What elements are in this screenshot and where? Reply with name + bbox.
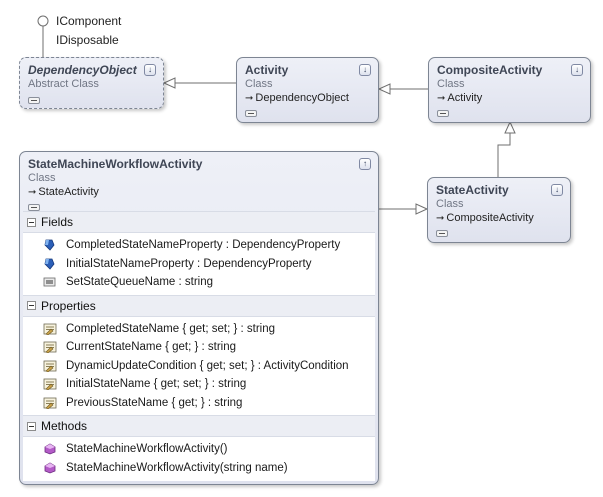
section-collapse-icon[interactable] xyxy=(27,217,36,227)
member-label: SetStateQueueName : string xyxy=(66,276,214,289)
section-properties[interactable]: Properties xyxy=(23,294,375,317)
collapse-compartment-icon[interactable] xyxy=(245,110,257,117)
section-title: Properties xyxy=(41,298,96,313)
static-field-icon xyxy=(43,239,57,251)
member-label: CompletedStateName { get; set; } : strin… xyxy=(66,322,276,335)
base-type-label: Activity xyxy=(447,92,483,104)
base-arrow-icon: ➞ xyxy=(245,93,254,104)
member-label: InitialStateName { get; set; } : string xyxy=(66,378,247,391)
section-collapse-icon[interactable] xyxy=(27,301,36,310)
properties-list: CompletedStateName { get; set; } : strin… xyxy=(23,317,375,416)
compartments: Fields CompletedStateNameProperty : Depe… xyxy=(23,211,375,481)
interface-label-idisposable: IDisposable xyxy=(56,33,119,47)
section-title: Fields xyxy=(41,215,74,229)
member-method[interactable]: StateMachineWorkflowActivity(string name… xyxy=(23,459,375,478)
expand-icon[interactable]: ↓ xyxy=(551,184,563,196)
section-fields[interactable]: Fields xyxy=(23,211,375,233)
member-property[interactable]: DynamicUpdateCondition { get; set; } : A… xyxy=(23,357,375,376)
base-type-label: StateActivity xyxy=(38,186,99,198)
member-label: PreviousStateName { get; } : string xyxy=(66,396,243,409)
property-icon xyxy=(43,397,57,409)
member-label: CurrentStateName { get; } : string xyxy=(66,341,237,354)
shape-name: DependencyObject xyxy=(28,63,137,77)
member-field[interactable]: CompletedStateNameProperty : DependencyP… xyxy=(23,236,375,255)
section-methods[interactable]: Methods xyxy=(23,415,375,437)
member-label: StateMachineWorkflowActivity(string name… xyxy=(66,461,288,474)
shape-composite-activity[interactable]: CompositeActivity Class ➞Activity ↓ xyxy=(428,57,591,123)
shape-state-machine-workflow-activity[interactable]: StateMachineWorkflowActivity Class ➞Stat… xyxy=(19,151,379,485)
fields-list: CompletedStateNameProperty : DependencyP… xyxy=(23,233,375,295)
shape-name: Activity xyxy=(245,63,289,77)
base-arrow-icon: ➞ xyxy=(436,213,445,224)
base-type: ➞StateActivity xyxy=(28,186,354,198)
shape-kind: Class xyxy=(436,198,464,210)
base-arrow-icon: ➞ xyxy=(437,93,446,104)
member-label: InitialStateNameProperty : DependencyPro… xyxy=(66,257,312,270)
shape-kind: Class xyxy=(245,78,273,90)
method-icon xyxy=(43,462,57,474)
collapse-compartment-icon[interactable] xyxy=(28,204,40,211)
section-collapse-icon[interactable] xyxy=(27,421,36,431)
member-field[interactable]: SetStateQueueName : string xyxy=(23,273,375,292)
expand-icon[interactable]: ↓ xyxy=(359,64,371,76)
shape-dependency-object[interactable]: DependencyObject Abstract Class ↓ xyxy=(19,57,164,109)
collapse-compartment-icon[interactable] xyxy=(28,97,40,104)
interface-label-icomponent: IComponent xyxy=(56,14,122,28)
methods-list: StateMachineWorkflowActivity() StateMach… xyxy=(23,437,375,480)
inheritance-state-line xyxy=(497,133,511,177)
base-type: ➞DependencyObject xyxy=(245,92,354,104)
static-field-icon xyxy=(43,258,57,270)
inheritance-activity-arrowhead xyxy=(162,77,176,89)
expand-icon[interactable]: ↓ xyxy=(571,64,583,76)
member-label: CompletedStateNameProperty : DependencyP… xyxy=(66,239,341,252)
property-icon xyxy=(43,323,57,335)
member-property[interactable]: PreviousStateName { get; } : string xyxy=(23,394,375,413)
property-icon xyxy=(43,341,57,354)
shape-name: CompositeActivity xyxy=(437,63,543,77)
member-property[interactable]: CurrentStateName { get; } : string xyxy=(23,338,375,357)
member-label: StateMachineWorkflowActivity() xyxy=(66,443,228,456)
shape-activity[interactable]: Activity Class ➞DependencyObject ↓ xyxy=(236,57,379,123)
collapse-icon[interactable]: ↑ xyxy=(359,158,371,170)
member-property[interactable]: CompletedStateName { get; set; } : strin… xyxy=(23,320,375,339)
expand-icon[interactable]: ↓ xyxy=(144,64,156,76)
property-icon xyxy=(43,360,57,372)
collapse-compartment-icon[interactable] xyxy=(436,230,448,237)
interface-lollipop xyxy=(37,15,49,27)
method-icon xyxy=(43,443,57,455)
shape-kind: Class xyxy=(28,172,56,184)
member-method[interactable]: StateMachineWorkflowActivity() xyxy=(23,440,375,459)
shape-state-activity[interactable]: StateActivity Class ➞CompositeActivity ↓ xyxy=(427,177,571,243)
inheritance-state-arrowhead xyxy=(504,120,516,134)
base-arrow-icon: ➞ xyxy=(28,187,37,198)
section-title: Methods xyxy=(41,419,88,433)
inheritance-composite-arrowhead xyxy=(377,83,391,95)
base-type: ➞Activity xyxy=(437,92,566,104)
shape-kind: Abstract Class xyxy=(28,78,99,90)
base-type: ➞CompositeActivity xyxy=(436,212,546,224)
member-field[interactable]: InitialStateNameProperty : DependencyPro… xyxy=(23,255,375,274)
collapse-compartment-icon[interactable] xyxy=(437,110,449,117)
base-type-label: DependencyObject xyxy=(255,92,349,104)
shape-name: StateMachineWorkflowActivity xyxy=(28,157,203,171)
member-label: DynamicUpdateCondition { get; set; } : A… xyxy=(66,359,349,372)
property-icon xyxy=(43,378,57,391)
shape-name: StateActivity xyxy=(436,183,509,197)
constant-field-icon xyxy=(43,276,57,288)
shape-kind: Class xyxy=(437,78,465,90)
inheritance-statemachine-arrowhead xyxy=(415,203,429,215)
member-property[interactable]: InitialStateName { get; set; } : string xyxy=(23,375,375,394)
base-type-label: CompositeActivity xyxy=(446,212,534,224)
